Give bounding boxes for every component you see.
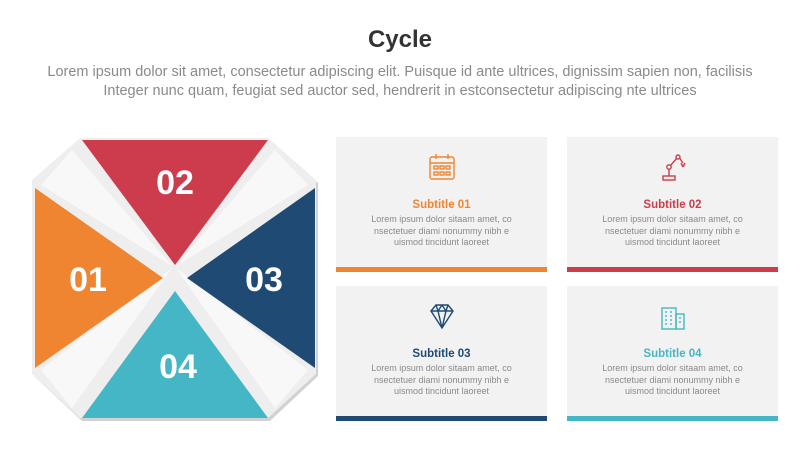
card-body-line: uismod tincidunt laoreet xyxy=(624,386,721,396)
card-subtitle-01: Subtitle 01 Lorem ipsum dolor sitaam ame… xyxy=(336,137,547,272)
segment-02-label: 02 xyxy=(156,164,194,202)
card-body-line: nsectetuer diami nonummy nibh e xyxy=(373,225,510,236)
separator-stripe xyxy=(41,268,172,408)
card-title: Subtitle 03 xyxy=(412,348,471,360)
card-body-line: nsectetuer diami nonummy nibh e xyxy=(373,374,510,385)
segment-03 xyxy=(187,188,315,368)
separator-stripe xyxy=(176,150,308,266)
segment-01-label: 01 xyxy=(69,261,107,299)
buildings-icon xyxy=(657,300,689,332)
card-accent-bar xyxy=(336,416,547,421)
segment-04 xyxy=(82,291,268,418)
card-subtitle-04: Subtitle 04 Lorem ipsum dolor sitaam ame… xyxy=(567,286,778,421)
card-title: Subtitle 02 xyxy=(643,199,702,211)
card-accent-bar xyxy=(567,416,778,421)
description-line-1: Lorem ipsum dolor sit amet, consectetur … xyxy=(47,64,753,80)
card-accent-bar xyxy=(567,267,778,272)
card-body-line: uismod tincidunt laoreet xyxy=(393,386,490,396)
calendar-icon xyxy=(426,151,458,183)
card-body-line: Lorem ipsum dolor sitaam amet, co xyxy=(371,363,512,373)
card-title: Subtitle 01 xyxy=(412,199,471,211)
separator-stripe xyxy=(176,268,308,408)
robot-arm-icon xyxy=(657,151,689,183)
card-subtitle-03: Subtitle 03 Lorem ipsum dolor sitaam ame… xyxy=(336,286,547,421)
segment-02 xyxy=(82,140,268,265)
segment-01 xyxy=(35,188,163,368)
card-body-line: Lorem ipsum dolor sitaam amet, co xyxy=(602,363,743,373)
segment-04-label: 04 xyxy=(159,348,197,386)
card-body-line: nsectetuer diami nonummy nibh e xyxy=(604,374,741,385)
segment-03-label: 03 xyxy=(245,261,283,299)
card-accent-bar xyxy=(336,267,547,272)
cycle-diagram: 02 01 03 04 xyxy=(32,138,318,421)
card-body-line: nsectetuer diami nonummy nibh e xyxy=(604,225,741,236)
card-subtitle-02: Subtitle 02 Lorem ipsum dolor sitaam ame… xyxy=(567,137,778,272)
card-body-line: uismod tincidunt laoreet xyxy=(393,237,490,247)
card-body-line: Lorem ipsum dolor sitaam amet, co xyxy=(602,214,743,224)
card-body-line: Lorem ipsum dolor sitaam amet, co xyxy=(371,214,512,224)
card-body: Lorem ipsum dolor sitaam amet, co nsecte… xyxy=(587,363,758,398)
page-title: Cycle xyxy=(367,26,433,53)
card-body: Lorem ipsum dolor sitaam amet, co nsecte… xyxy=(587,214,758,249)
card-body-line: uismod tincidunt laoreet xyxy=(624,237,721,247)
separator-stripe xyxy=(41,150,172,266)
card-body: Lorem ipsum dolor sitaam amet, co nsecte… xyxy=(356,214,527,249)
card-body: Lorem ipsum dolor sitaam amet, co nsecte… xyxy=(356,363,527,398)
description-line-2: Integer nunc quam, feugiat sed auctor se… xyxy=(103,83,697,99)
card-title: Subtitle 04 xyxy=(643,348,702,360)
diamond-icon xyxy=(426,300,458,332)
page-description: Lorem ipsum dolor sit amet, consectetur … xyxy=(40,63,760,101)
